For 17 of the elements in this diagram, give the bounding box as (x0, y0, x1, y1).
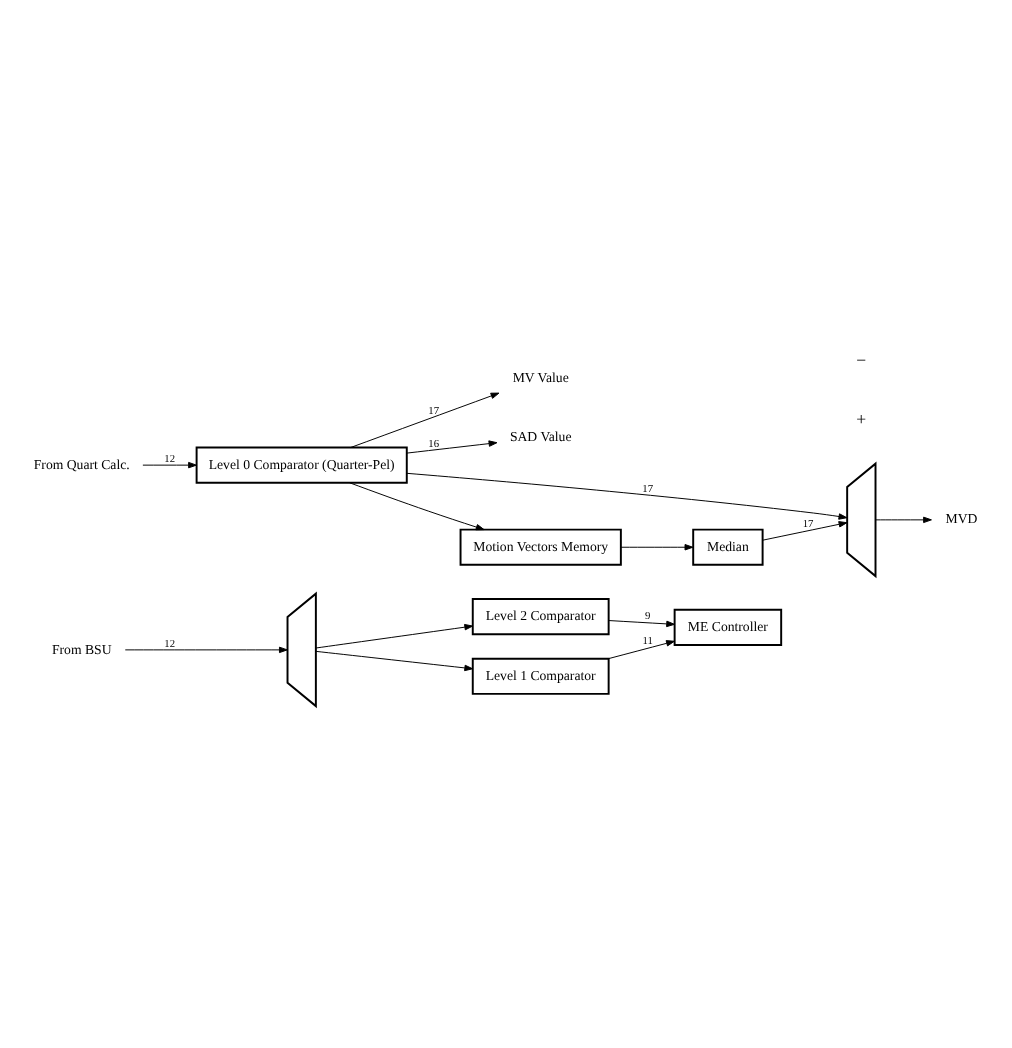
arrow (762, 520, 848, 540)
arrow (875, 515, 932, 523)
arrow (350, 391, 500, 447)
arrow (608, 639, 675, 659)
arrow (406, 471, 848, 519)
arrow (349, 481, 485, 530)
arrow (315, 622, 474, 648)
node-trapezoid (286, 590, 317, 708)
arrow (142, 460, 197, 468)
label: + (856, 408, 867, 429)
arrow (124, 645, 288, 653)
arrow (406, 439, 498, 453)
label: − (856, 348, 867, 369)
arrow (608, 619, 675, 627)
arrow (620, 543, 694, 550)
arrow (315, 649, 474, 671)
node-trapezoid (846, 460, 877, 578)
